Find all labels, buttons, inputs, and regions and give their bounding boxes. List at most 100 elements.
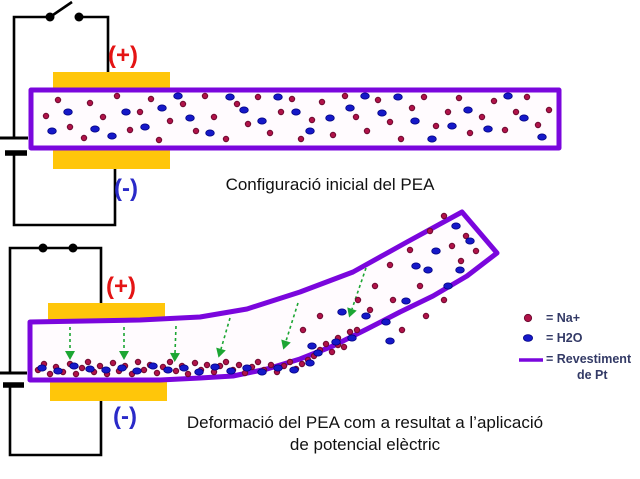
na-dot — [166, 358, 174, 366]
h2o-dot — [69, 362, 79, 370]
na-dot — [420, 93, 428, 101]
bottom-caption-line2: de potencial elèctric — [289, 435, 441, 454]
h2o-dot — [410, 117, 420, 125]
na-dot — [478, 113, 486, 121]
bottom-plus-label: (+) — [106, 273, 136, 300]
na-dot — [109, 359, 117, 367]
na-dot — [501, 126, 509, 134]
h2o-dot — [140, 123, 150, 131]
h2o-dot — [423, 266, 433, 274]
na-dot — [201, 92, 209, 100]
na-dot — [286, 358, 294, 366]
h2o-dot — [325, 114, 335, 122]
ion-flow-arrow-head — [170, 352, 180, 362]
na-dot — [299, 326, 307, 334]
na-dot — [366, 306, 374, 314]
top-circuit-wire-right — [79, 15, 110, 72]
h2o-dot — [163, 366, 173, 374]
na-dot — [462, 232, 470, 240]
h2o-dot — [360, 92, 370, 100]
na-dot — [172, 367, 180, 375]
h2o-dot — [210, 363, 220, 371]
na-dot — [155, 136, 163, 144]
switch-node — [38, 243, 48, 253]
bottom-positive-electrode — [48, 303, 165, 322]
na-dot — [512, 108, 520, 116]
top-h2o-dots — [47, 92, 547, 143]
na-dot — [113, 92, 121, 100]
h2o-dot — [393, 93, 403, 101]
na-dot — [288, 95, 296, 103]
ion-flow-arrow-stem — [174, 325, 177, 354]
na-dot — [389, 296, 397, 304]
na-dot — [298, 360, 306, 368]
na-dot — [353, 326, 361, 334]
h2o-dot — [537, 133, 547, 141]
h2o-dot — [305, 127, 315, 135]
h2o-dot — [226, 367, 236, 375]
ion-flow-arrows — [65, 267, 367, 362]
h2o-dot — [117, 364, 127, 372]
h2o-dot — [447, 122, 457, 130]
na-dot — [126, 126, 134, 134]
na-dot — [398, 326, 406, 334]
na-dot — [134, 358, 142, 366]
h2o-dot — [101, 366, 111, 374]
ion-flow-arrow-stem — [285, 302, 299, 342]
na-dot — [191, 359, 199, 367]
na-dot — [254, 93, 262, 101]
na-dot — [352, 113, 360, 121]
na-dot — [322, 340, 330, 348]
h2o-dot — [225, 93, 235, 101]
bottom-minus-label: (-) — [113, 403, 137, 430]
na-dot — [166, 117, 174, 125]
h2o-dot — [85, 365, 95, 373]
h2o-dot — [148, 362, 158, 370]
na-dot — [203, 361, 211, 369]
na-dot — [96, 362, 104, 370]
na-dot — [432, 122, 440, 130]
na-dot — [266, 129, 274, 137]
na-dot — [222, 358, 230, 366]
h2o-dot — [361, 312, 371, 320]
h2o-dot — [185, 114, 195, 122]
legend-swatches — [519, 313, 543, 362]
na-dot — [99, 113, 107, 121]
na-dot — [440, 296, 448, 304]
na-dot — [136, 108, 144, 116]
h2o-dot — [345, 104, 355, 112]
h2o-dot — [347, 334, 357, 342]
na-dot — [426, 227, 434, 235]
na-dot — [534, 121, 542, 129]
top-caption: Configuració inicial del PEA — [225, 175, 435, 194]
h2o-dot — [305, 359, 315, 367]
na-dot — [329, 131, 337, 139]
na-dot — [341, 92, 349, 100]
h2o-dot — [381, 318, 391, 326]
top-circuit-wire-bottom — [12, 153, 117, 227]
top-positive-electrode — [53, 72, 170, 92]
na-dot — [267, 361, 275, 369]
na-dot — [153, 369, 161, 377]
na-dot — [42, 112, 50, 120]
na-dot — [523, 93, 531, 101]
legend-pt-label: = Revestiment — [546, 352, 632, 366]
na-dot — [66, 123, 74, 131]
na-dot — [490, 97, 498, 105]
na-dot — [244, 120, 252, 128]
h2o-dot — [273, 93, 283, 101]
na-dot — [346, 328, 354, 336]
na-dot — [406, 246, 414, 254]
h2o-dot — [451, 222, 461, 230]
bottom-circuit — [0, 243, 103, 457]
na-dot — [440, 212, 448, 220]
bottom-circuit-wire-bottom — [8, 385, 103, 457]
legend-h2o-label: = H2O — [546, 331, 583, 345]
na-dot — [422, 312, 430, 320]
na-dot — [374, 96, 382, 104]
ion-flow-arrow-stem — [351, 267, 367, 310]
na-dot — [184, 370, 192, 378]
na-dot — [297, 135, 305, 143]
na-dot — [397, 135, 405, 143]
top-negative-electrode — [53, 149, 170, 169]
